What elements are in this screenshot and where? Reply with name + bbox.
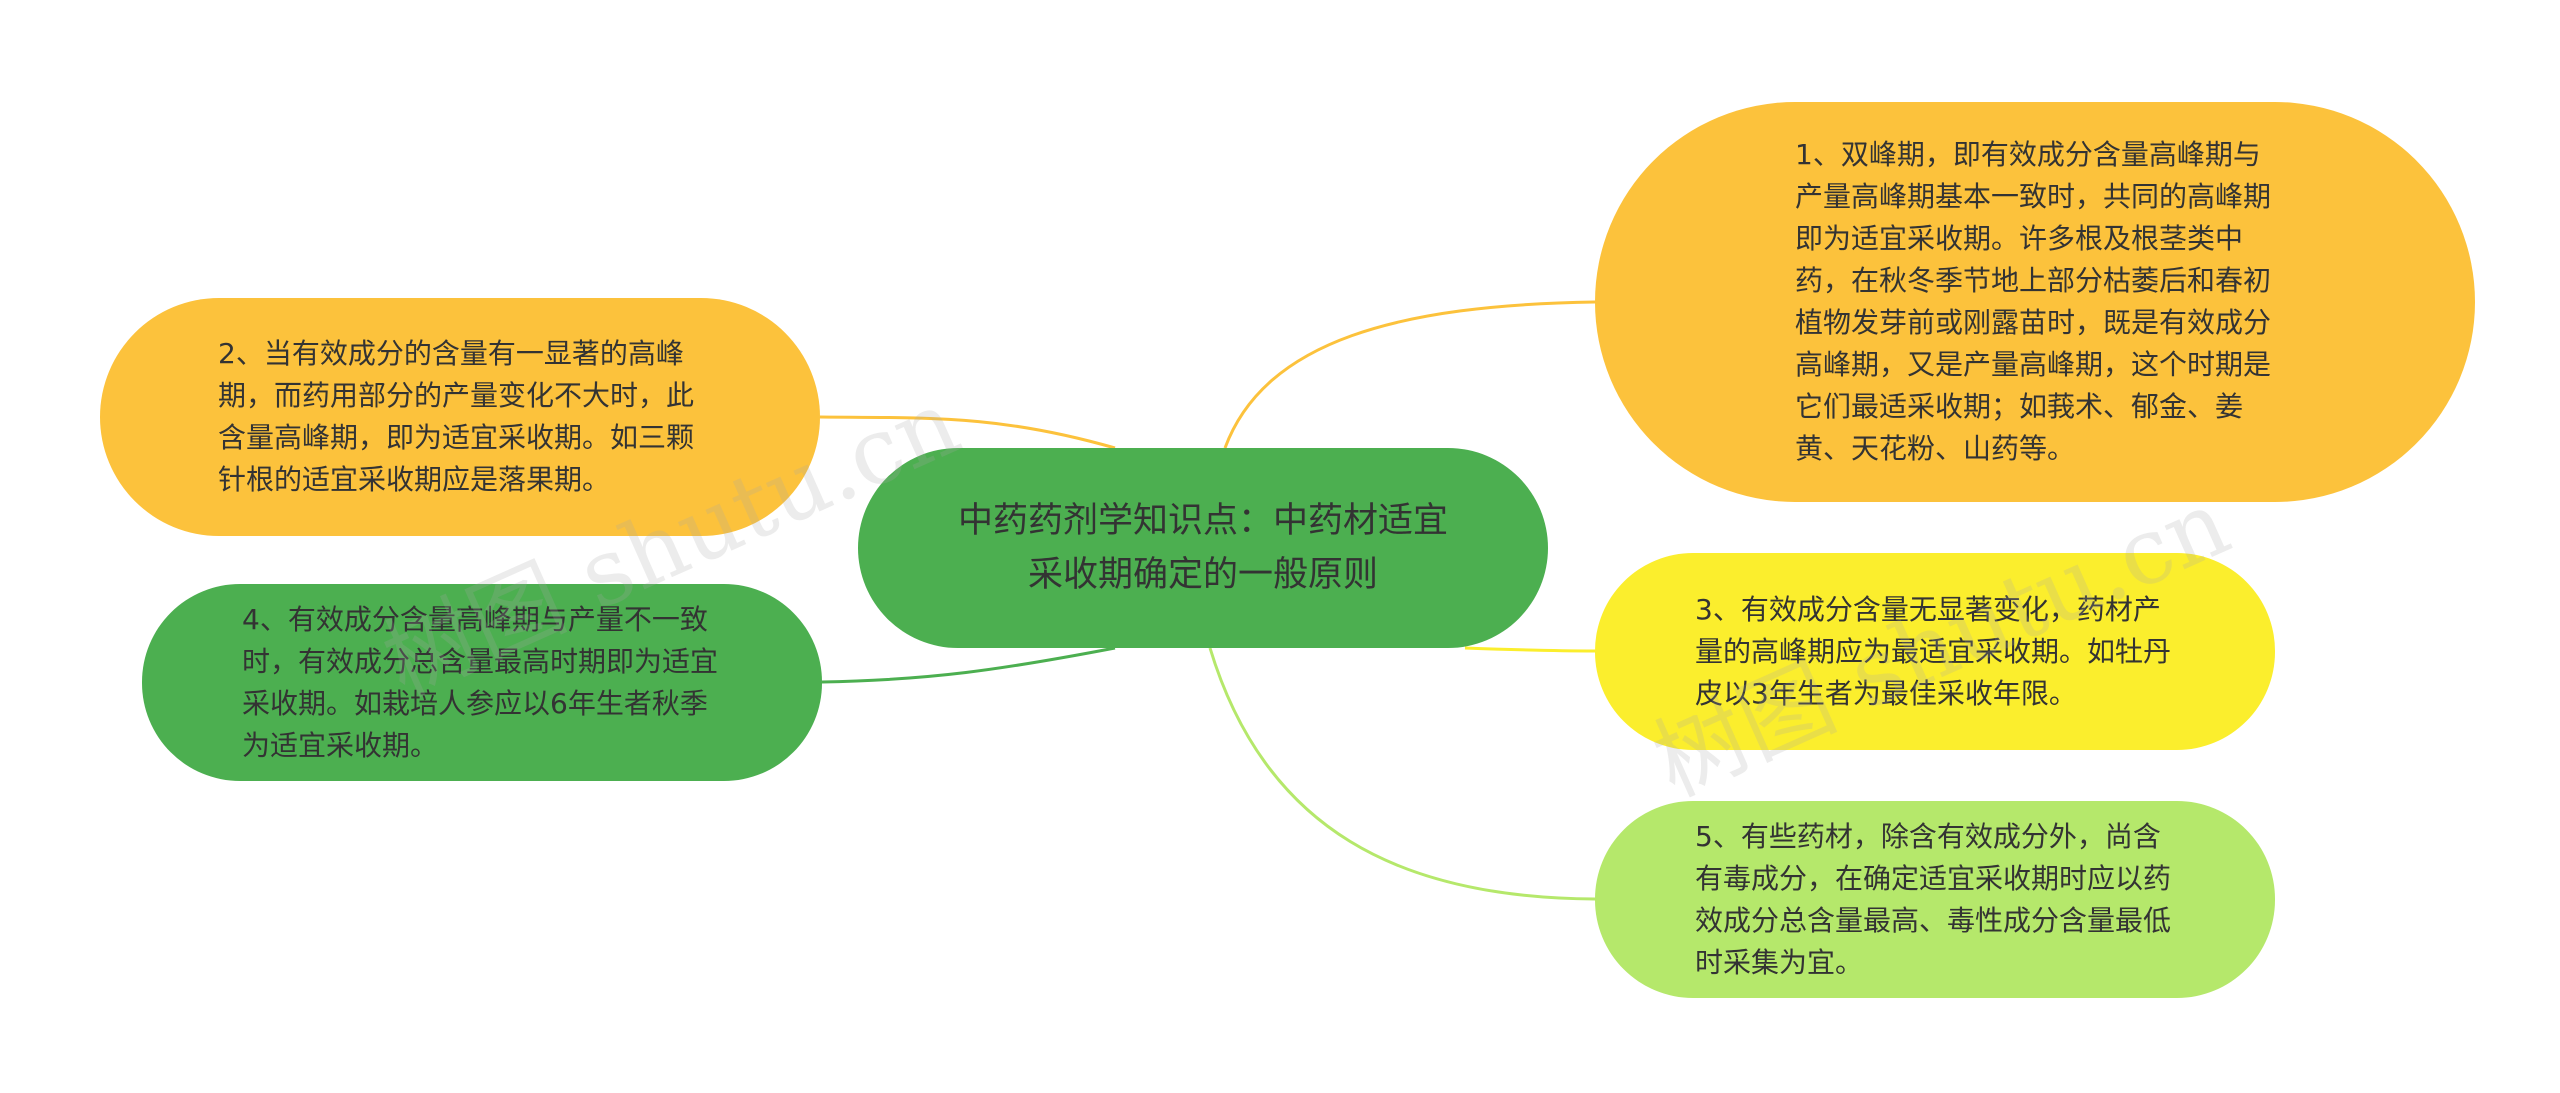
link-to-node-5 — [1208, 647, 1596, 901]
topic-node-5[interactable]: 5、有些药材，除含有效成分外，尚含有毒成分，在确定适宜采收期时应以药效成分总含量… — [1595, 801, 2275, 998]
topic-node-1[interactable]: 1、双峰期，即有效成分含量高峰期与产量高峰期基本一致时，共同的高峰期即为适宜采收… — [1595, 102, 2475, 502]
central-topic-label: 中药药剂学知识点：中药材适宜采收期确定的一般原则 — [958, 500, 1449, 595]
topic-node-3[interactable]: 3、有效成分含量无显著变化，药材产量的高峰期应为最适宜采收期。如牡丹皮以3年生者… — [1595, 553, 2275, 750]
topic-node-1-text: 1、双峰期，即有效成分含量高峰期与产量高峰期基本一致时，共同的高峰期即为适宜采收… — [1795, 138, 2272, 465]
link-to-node-1 — [1223, 300, 1596, 449]
link-to-node-4 — [821, 646, 1116, 684]
link-to-node-3 — [1464, 646, 1596, 653]
central-topic[interactable]: 中药药剂学知识点：中药材适宜采收期确定的一般原则 — [858, 448, 1548, 648]
topic-node-2[interactable]: 2、当有效成分的含量有一显著的高峰期，而药用部分的产量变化不大时，此含量高峰期，… — [100, 298, 820, 536]
topic-node-5-text: 5、有些药材，除含有效成分外，尚含有毒成分，在确定适宜采收期时应以药效成分总含量… — [1695, 819, 2172, 979]
topic-node-4[interactable]: 4、有效成分含量高峰期与产量不一致时，有效成分总含量最高时期即为适宜采收期。如栽… — [142, 584, 822, 781]
topic-node-4-text: 4、有效成分含量高峰期与产量不一致时，有效成分总含量最高时期即为适宜采收期。如栽… — [242, 602, 719, 762]
topic-node-2-text: 2、当有效成分的含量有一显著的高峰期，而药用部分的产量变化不大时，此含量高峰期，… — [218, 337, 695, 496]
topic-node-3-text: 3、有效成分含量无显著变化，药材产量的高峰期应为最适宜采收期。如牡丹皮以3年生者… — [1695, 592, 2172, 710]
link-to-node-2 — [819, 415, 1116, 450]
